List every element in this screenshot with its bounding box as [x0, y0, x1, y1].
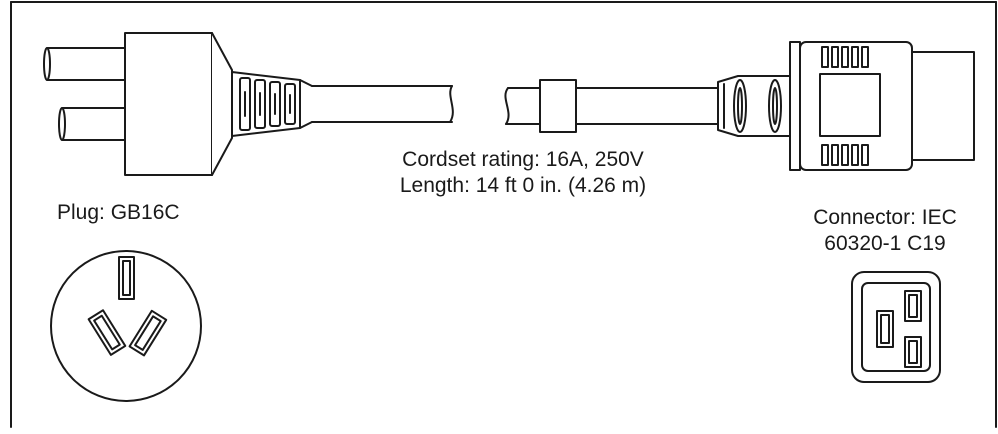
- figure-frame: [10, 1, 997, 428]
- cordset-length: Length: 14 ft 0 in. (4.26 m): [399, 174, 647, 197]
- plug-strain-relief: [231, 71, 313, 137]
- plug-face-circle: [50, 250, 202, 402]
- cordset-info: Cordset rating: 16A, 250V Length: 14 ft …: [368, 147, 678, 199]
- connector-label-line1: Connector: IEC: [813, 206, 957, 229]
- connector-front-face: [911, 51, 975, 161]
- plug-prong-top: [43, 47, 126, 81]
- cable-left-segment: [311, 85, 454, 123]
- connector-label-line2: 60320-1 C19: [824, 232, 946, 255]
- ferrite-bead: [539, 79, 577, 133]
- plug-body: [124, 32, 213, 176]
- plug-face-slot-left: [87, 309, 127, 356]
- connector-grip-top: [821, 46, 869, 68]
- plug-prong-bottom: [58, 107, 126, 141]
- cordset-rating: Cordset rating: 16A, 250V: [402, 148, 644, 171]
- connector-face-slot-left: [876, 310, 894, 348]
- plug-label: Plug: GB16C: [57, 201, 180, 224]
- cable-right-segment: [504, 79, 719, 133]
- plug-taper: [211, 32, 233, 176]
- plug-side-view: [43, 32, 454, 176]
- connector-grip-bottom: [821, 144, 869, 166]
- connector-face-slot-top: [904, 290, 922, 322]
- plug-face-view: [50, 250, 202, 402]
- connector-label: Connector: IEC 60320-1 C19: [795, 205, 975, 257]
- connector-side-view: [717, 41, 975, 171]
- connector-face-inner: [861, 282, 931, 372]
- connector-face-view: [851, 271, 941, 383]
- plug-face-earth-slot: [118, 256, 135, 300]
- plug-face-slot-right: [128, 309, 168, 357]
- connector-face-slot-bottom: [904, 336, 922, 368]
